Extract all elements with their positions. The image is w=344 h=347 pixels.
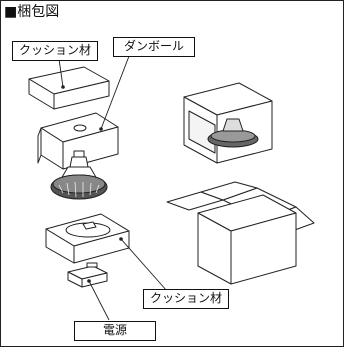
assembled-package	[183, 82, 273, 164]
open-cardboard-box	[166, 181, 315, 285]
top-cushion-block	[28, 66, 110, 110]
leader-lines	[58, 50, 168, 321]
label-cushion-bottom: クッション材	[143, 289, 229, 309]
led-lamp	[50, 150, 108, 200]
power-supply-unit	[67, 262, 108, 288]
label-power-supply: 電源	[74, 321, 156, 341]
diagram-title: ■梱包図	[4, 4, 60, 20]
bottom-cushion-block	[45, 213, 130, 264]
label-cardboard: ダンボール	[113, 37, 195, 57]
label-cushion-top: クッション材	[12, 41, 98, 61]
